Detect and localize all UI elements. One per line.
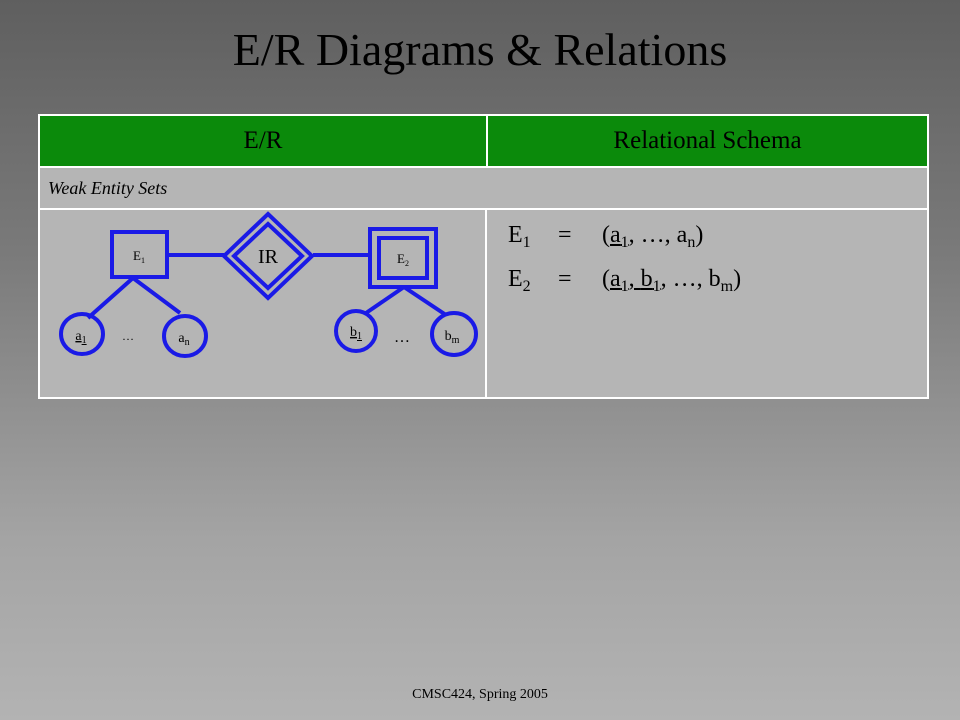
entity-e2-label: E2	[397, 251, 409, 268]
schema-e2-tuple: (a1, b1, …, bm)	[602, 266, 742, 295]
link-e1-an	[131, 276, 182, 315]
section-label: Weak Entity Sets	[40, 168, 927, 210]
attr-a-ellipsis: …	[122, 329, 134, 343]
attr-b-ellipsis: …	[394, 329, 410, 346]
schema-e2-equals: =	[558, 266, 572, 292]
link-e2-bm	[402, 285, 448, 317]
attr-a1-label: a1	[75, 329, 86, 346]
attr-a1-ellipse	[59, 312, 105, 356]
entity-e2-inner	[377, 236, 429, 280]
schema-e2-entity: E2	[508, 266, 531, 295]
entity-e1-box	[110, 230, 169, 279]
slide-footer: CMSC424, Spring 2005	[412, 687, 548, 702]
link-e2-b1	[364, 285, 406, 315]
schema-e1-entity: E1	[508, 222, 531, 251]
header-relational-schema: Relational Schema	[486, 116, 927, 166]
table-header-row: E/R Relational Schema	[40, 116, 927, 168]
attr-b1-ellipse	[334, 309, 378, 353]
schema-e1-tuple: (a1, …, an)	[602, 222, 704, 251]
relationship-ir-label: IR	[258, 246, 279, 268]
entity-e2-outer	[368, 227, 438, 289]
entity-e1-label: E1	[133, 248, 145, 265]
slide-title: E/R Diagrams & Relations	[232, 24, 728, 75]
attr-an-label: an	[178, 331, 189, 348]
attr-an-ellipse	[162, 314, 208, 358]
schema-e1-equals: =	[558, 222, 572, 248]
attr-bm-label: bm	[445, 329, 460, 346]
attr-bm-ellipse	[430, 311, 478, 357]
column-divider	[485, 210, 487, 397]
header-er: E/R	[243, 127, 283, 154]
relationship-ir-inner	[231, 221, 305, 291]
attr-b1-label: b1	[350, 325, 362, 342]
link-e1-a1	[86, 276, 135, 320]
relationship-ir-outer	[221, 211, 315, 301]
er-relations-table: E/R Relational Schema Weak Entity Sets	[38, 114, 929, 399]
